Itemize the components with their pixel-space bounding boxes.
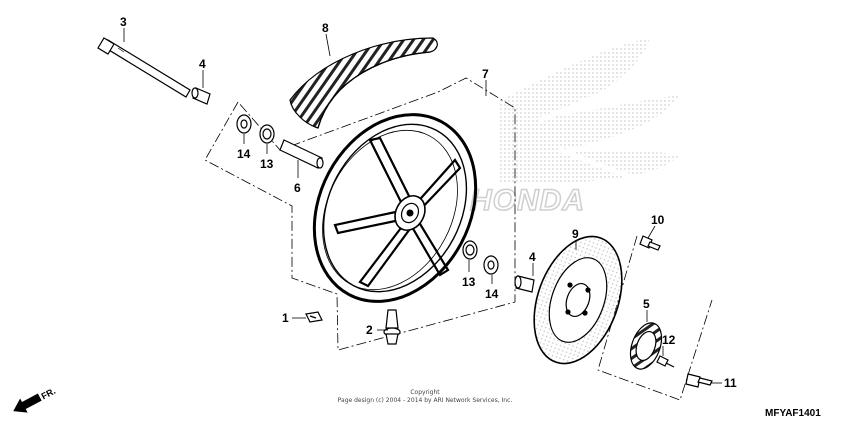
callout-collar-right: 4 (529, 250, 536, 264)
callout-wheel: 7 (482, 67, 489, 81)
callout-pulser-ring: 5 (643, 297, 650, 311)
copyright-text: Page design (c) 2004 - 2014 by ARI Netwo… (338, 397, 513, 404)
disc-bolt (639, 235, 661, 251)
front-wheel (312, 113, 478, 303)
callout-collar-upper: 4 (199, 57, 206, 71)
callout-disc-bolt: 10 (651, 213, 665, 227)
callout-distance-collar: 6 (294, 181, 301, 195)
direction-label: FR. (40, 386, 57, 402)
callout-brake-disc: 9 (572, 227, 579, 241)
pulser-ring (629, 322, 663, 370)
callout-rotor-bolt: 12 (662, 333, 676, 347)
collar-upper (191, 87, 211, 105)
rotor-bolt (656, 355, 675, 368)
tire-valve (383, 309, 401, 345)
seal-left (259, 124, 275, 144)
honda-logo-text: HONDA (470, 184, 585, 217)
distance-collar (279, 139, 324, 169)
seal-right (462, 240, 478, 260)
callout-tire: 8 (322, 21, 329, 35)
callout-balance-weight: 1 (282, 311, 289, 325)
callout-flange-bolt: 11 (724, 376, 737, 390)
callout-axle: 3 (120, 15, 127, 29)
leader-lines (123, 28, 722, 384)
front-axle (97, 37, 191, 98)
tire (289, 37, 438, 129)
callout-seal-left: 13 (260, 157, 274, 171)
callout-bearing-left: 14 (237, 147, 251, 161)
callout-valve: 2 (366, 323, 373, 337)
honda-wing-logo: HONDA (469, 38, 680, 218)
callout-seal-right: 13 (462, 275, 476, 289)
collar-right (514, 275, 535, 293)
diagram-code: MFYAF1401 (765, 408, 821, 419)
balance-weight (305, 311, 323, 323)
bearing-right (483, 255, 499, 275)
flange-bolt (685, 373, 713, 388)
copyright-title: Copyright (410, 389, 440, 396)
front-direction-arrow: FR. (13, 386, 57, 413)
assembly-outline (204, 77, 713, 401)
brake-disc (533, 235, 623, 365)
bearing-left (236, 114, 252, 134)
callout-bearing-right: 14 (485, 287, 499, 301)
